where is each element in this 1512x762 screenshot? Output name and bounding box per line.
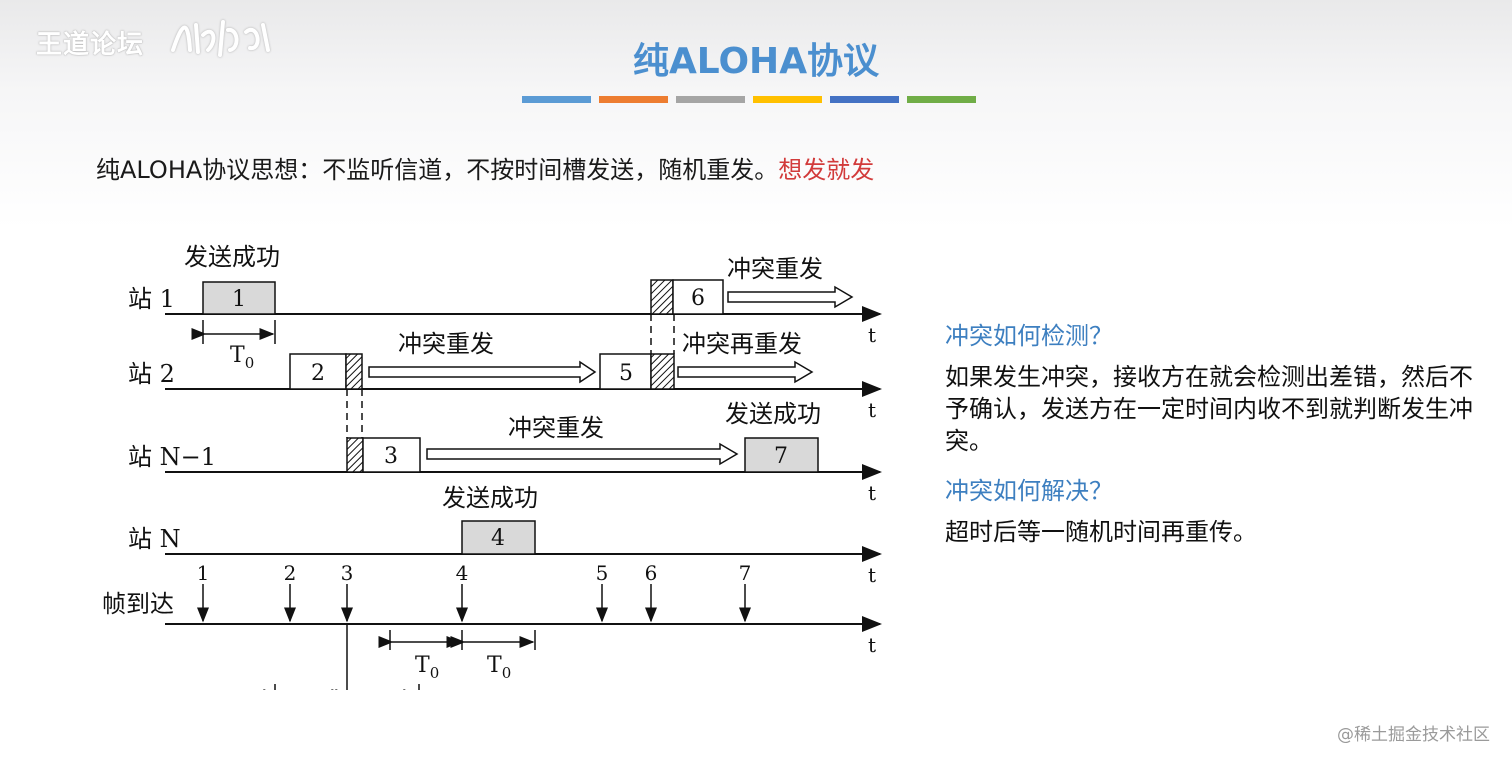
- logo-text: 王道论坛: [36, 30, 145, 60]
- answer-resolve: 超时后等一随机时间再重传。: [945, 518, 1257, 546]
- annotation-s1-retry: 冲突重发: [727, 255, 823, 283]
- annotation-sn-success: 发送成功: [442, 484, 538, 512]
- arrival-number: 7: [739, 561, 752, 585]
- frame-3: [362, 437, 421, 473]
- station-label-1: 站 1: [128, 285, 175, 313]
- annotation-s2-retry: 冲突重发: [398, 330, 494, 358]
- time-label: t: [868, 481, 876, 505]
- retry-arrow: [368, 360, 597, 384]
- annotation-sn1-success: 发送成功: [725, 400, 821, 428]
- explanation-panel: 冲突如何检测？ 如果发生冲突，接收方在就会检测出差错，然后不予确认，发送方在一定…: [945, 316, 1485, 562]
- t0-label: T0: [487, 653, 511, 682]
- station-label-2: 站 2: [128, 360, 175, 388]
- color-divider: [522, 96, 976, 103]
- watermark-footer: @稀土掘金技术社区: [1337, 725, 1490, 745]
- time-label: t: [868, 398, 876, 422]
- arrival-number: 3: [341, 561, 354, 585]
- intro-main: 纯ALOHA协议思想：不监听信道，不按时间槽发送，随机重发。: [96, 156, 779, 184]
- question-detect: 冲突如何检测？: [945, 322, 1113, 350]
- time-label: t: [868, 563, 876, 587]
- frame-5: [599, 353, 652, 390]
- answer-detect: 如果发生冲突，接收方在就会检测出差错，然后不予确认，发送方在一定时间内收不到就判…: [945, 363, 1473, 455]
- station-label-n: 站 N: [128, 525, 181, 553]
- retry-arrow: [677, 360, 814, 384]
- frame-3-collision: [346, 437, 364, 473]
- frame-label: 3: [384, 444, 398, 469]
- frame-1: [202, 281, 276, 315]
- frame-label: 5: [619, 361, 633, 386]
- time-label: t: [868, 323, 876, 347]
- arrival-number: 2: [284, 561, 297, 585]
- divider-segment: [753, 96, 822, 103]
- divider-segment: [676, 96, 745, 103]
- frame-label: 1: [232, 287, 246, 312]
- logo-signature: [171, 20, 270, 57]
- retry-arrow: [426, 442, 739, 466]
- frame-4: [461, 520, 536, 555]
- aloha-timing-diagram: 站 1 站 2 站 N−1 站 N 帧到达 t t t t t 1 2 3 4 …: [90, 232, 906, 736]
- frame-2-collision: [345, 353, 363, 390]
- station-label-n-1: 站 N−1: [128, 443, 216, 471]
- time-label: t: [868, 633, 876, 657]
- arrival-label: 帧到达: [102, 590, 174, 618]
- annotation-s1-success: 发送成功: [184, 243, 280, 271]
- frame-label: 2: [311, 361, 325, 386]
- question-resolve: 冲突如何解决？: [945, 477, 1113, 505]
- retry-arrow: [727, 285, 854, 309]
- arrival-number: 6: [645, 561, 658, 585]
- divider-segment: [522, 96, 591, 103]
- intro-highlight: 想发就发: [778, 156, 875, 184]
- frame-6-collision: [650, 279, 674, 315]
- frame-6: [672, 279, 724, 315]
- frame-7: [744, 437, 819, 473]
- intro-text: 纯ALOHA协议思想：不监听信道，不按时间槽发送，随机重发。想发就发: [96, 150, 874, 185]
- divider-segment: [599, 96, 668, 103]
- page-title: 纯ALOHA协议: [632, 41, 880, 82]
- divider-segment: [907, 96, 976, 103]
- t0-label: T0: [230, 343, 254, 372]
- t0-label: T0: [415, 653, 439, 682]
- frame-label: 6: [691, 286, 705, 311]
- frame-5-collision: [650, 353, 675, 390]
- divider-segment: [830, 96, 899, 103]
- diagram-svg: 站 1 站 2 站 N−1 站 N 帧到达 t t t t t 1 2 3 4 …: [102, 243, 882, 736]
- arrival-number: 5: [596, 561, 609, 585]
- annotation-sn1-retry: 冲突重发: [508, 414, 604, 442]
- frame-label: 4: [491, 526, 505, 551]
- arrival-number: 1: [197, 561, 210, 585]
- frame-label: 7: [774, 444, 788, 469]
- arrival-number: 4: [456, 561, 469, 585]
- annotation-s2-retry-again: 冲突再重发: [682, 330, 802, 358]
